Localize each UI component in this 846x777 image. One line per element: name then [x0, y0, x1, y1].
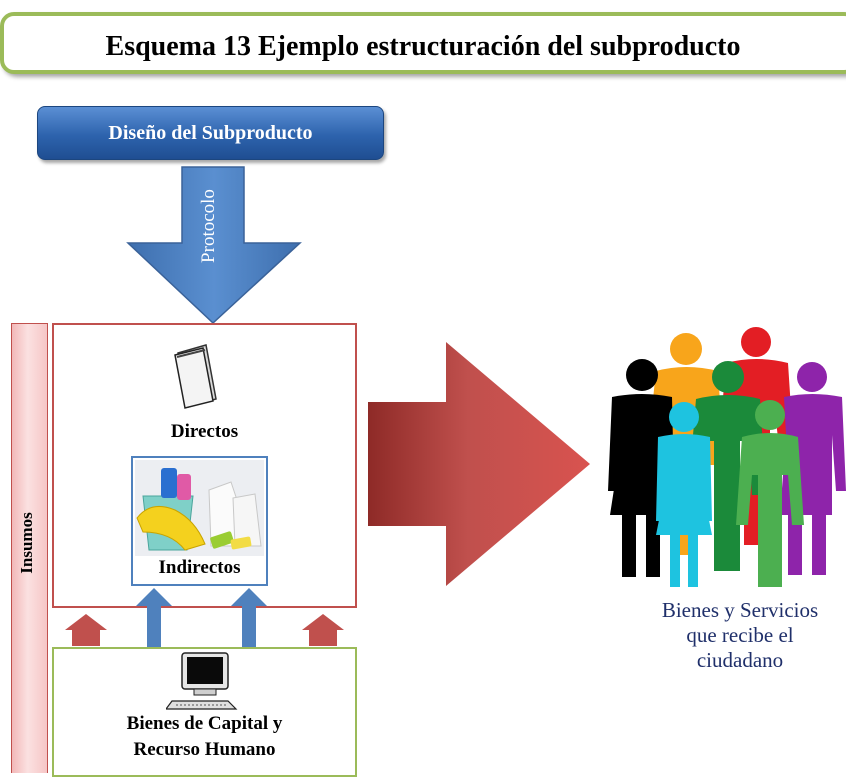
person-green	[736, 400, 804, 587]
insumos-label: Insumos	[17, 512, 36, 574]
capital-line2: Recurso Humano	[133, 739, 276, 760]
cleaning-supplies-image	[135, 460, 264, 556]
blue-arrow-left	[136, 588, 172, 648]
blue-arrow-right	[231, 588, 267, 648]
people-caption-line1: Bienes y Servicios	[661, 598, 819, 622]
people-caption: Bienes y Servicios que recibe el ciudada…	[640, 598, 840, 673]
capital-line1: Bienes de Capital y	[126, 713, 283, 734]
indirectos-label: Indirectos	[158, 557, 241, 578]
main-arrow	[368, 342, 590, 586]
design-box	[37, 106, 384, 160]
person-cyan	[656, 402, 712, 587]
red-arrow-right	[302, 614, 344, 646]
people-caption-line2: que recibe el	[686, 623, 794, 647]
directos-label: Directos	[170, 421, 239, 442]
people-caption-line3: ciudadano	[696, 648, 784, 672]
capital-label: Bienes de Capital y Recurso Humano	[52, 711, 357, 763]
design-label: Diseño del Subproducto	[108, 122, 313, 144]
protocol-arrow	[126, 166, 302, 325]
protocol-label: Protocolo	[198, 189, 219, 263]
red-arrow-left	[65, 614, 107, 646]
cleaning-supplies-icon	[135, 460, 264, 556]
people-group	[608, 327, 846, 587]
title-box	[0, 12, 846, 74]
document-icon	[174, 344, 217, 409]
input-arrows	[65, 588, 344, 648]
insumos-bar	[11, 323, 48, 773]
diagram-title: Esquema 13 Ejemplo estructuración del su…	[105, 31, 741, 62]
computer-icon	[166, 652, 238, 710]
